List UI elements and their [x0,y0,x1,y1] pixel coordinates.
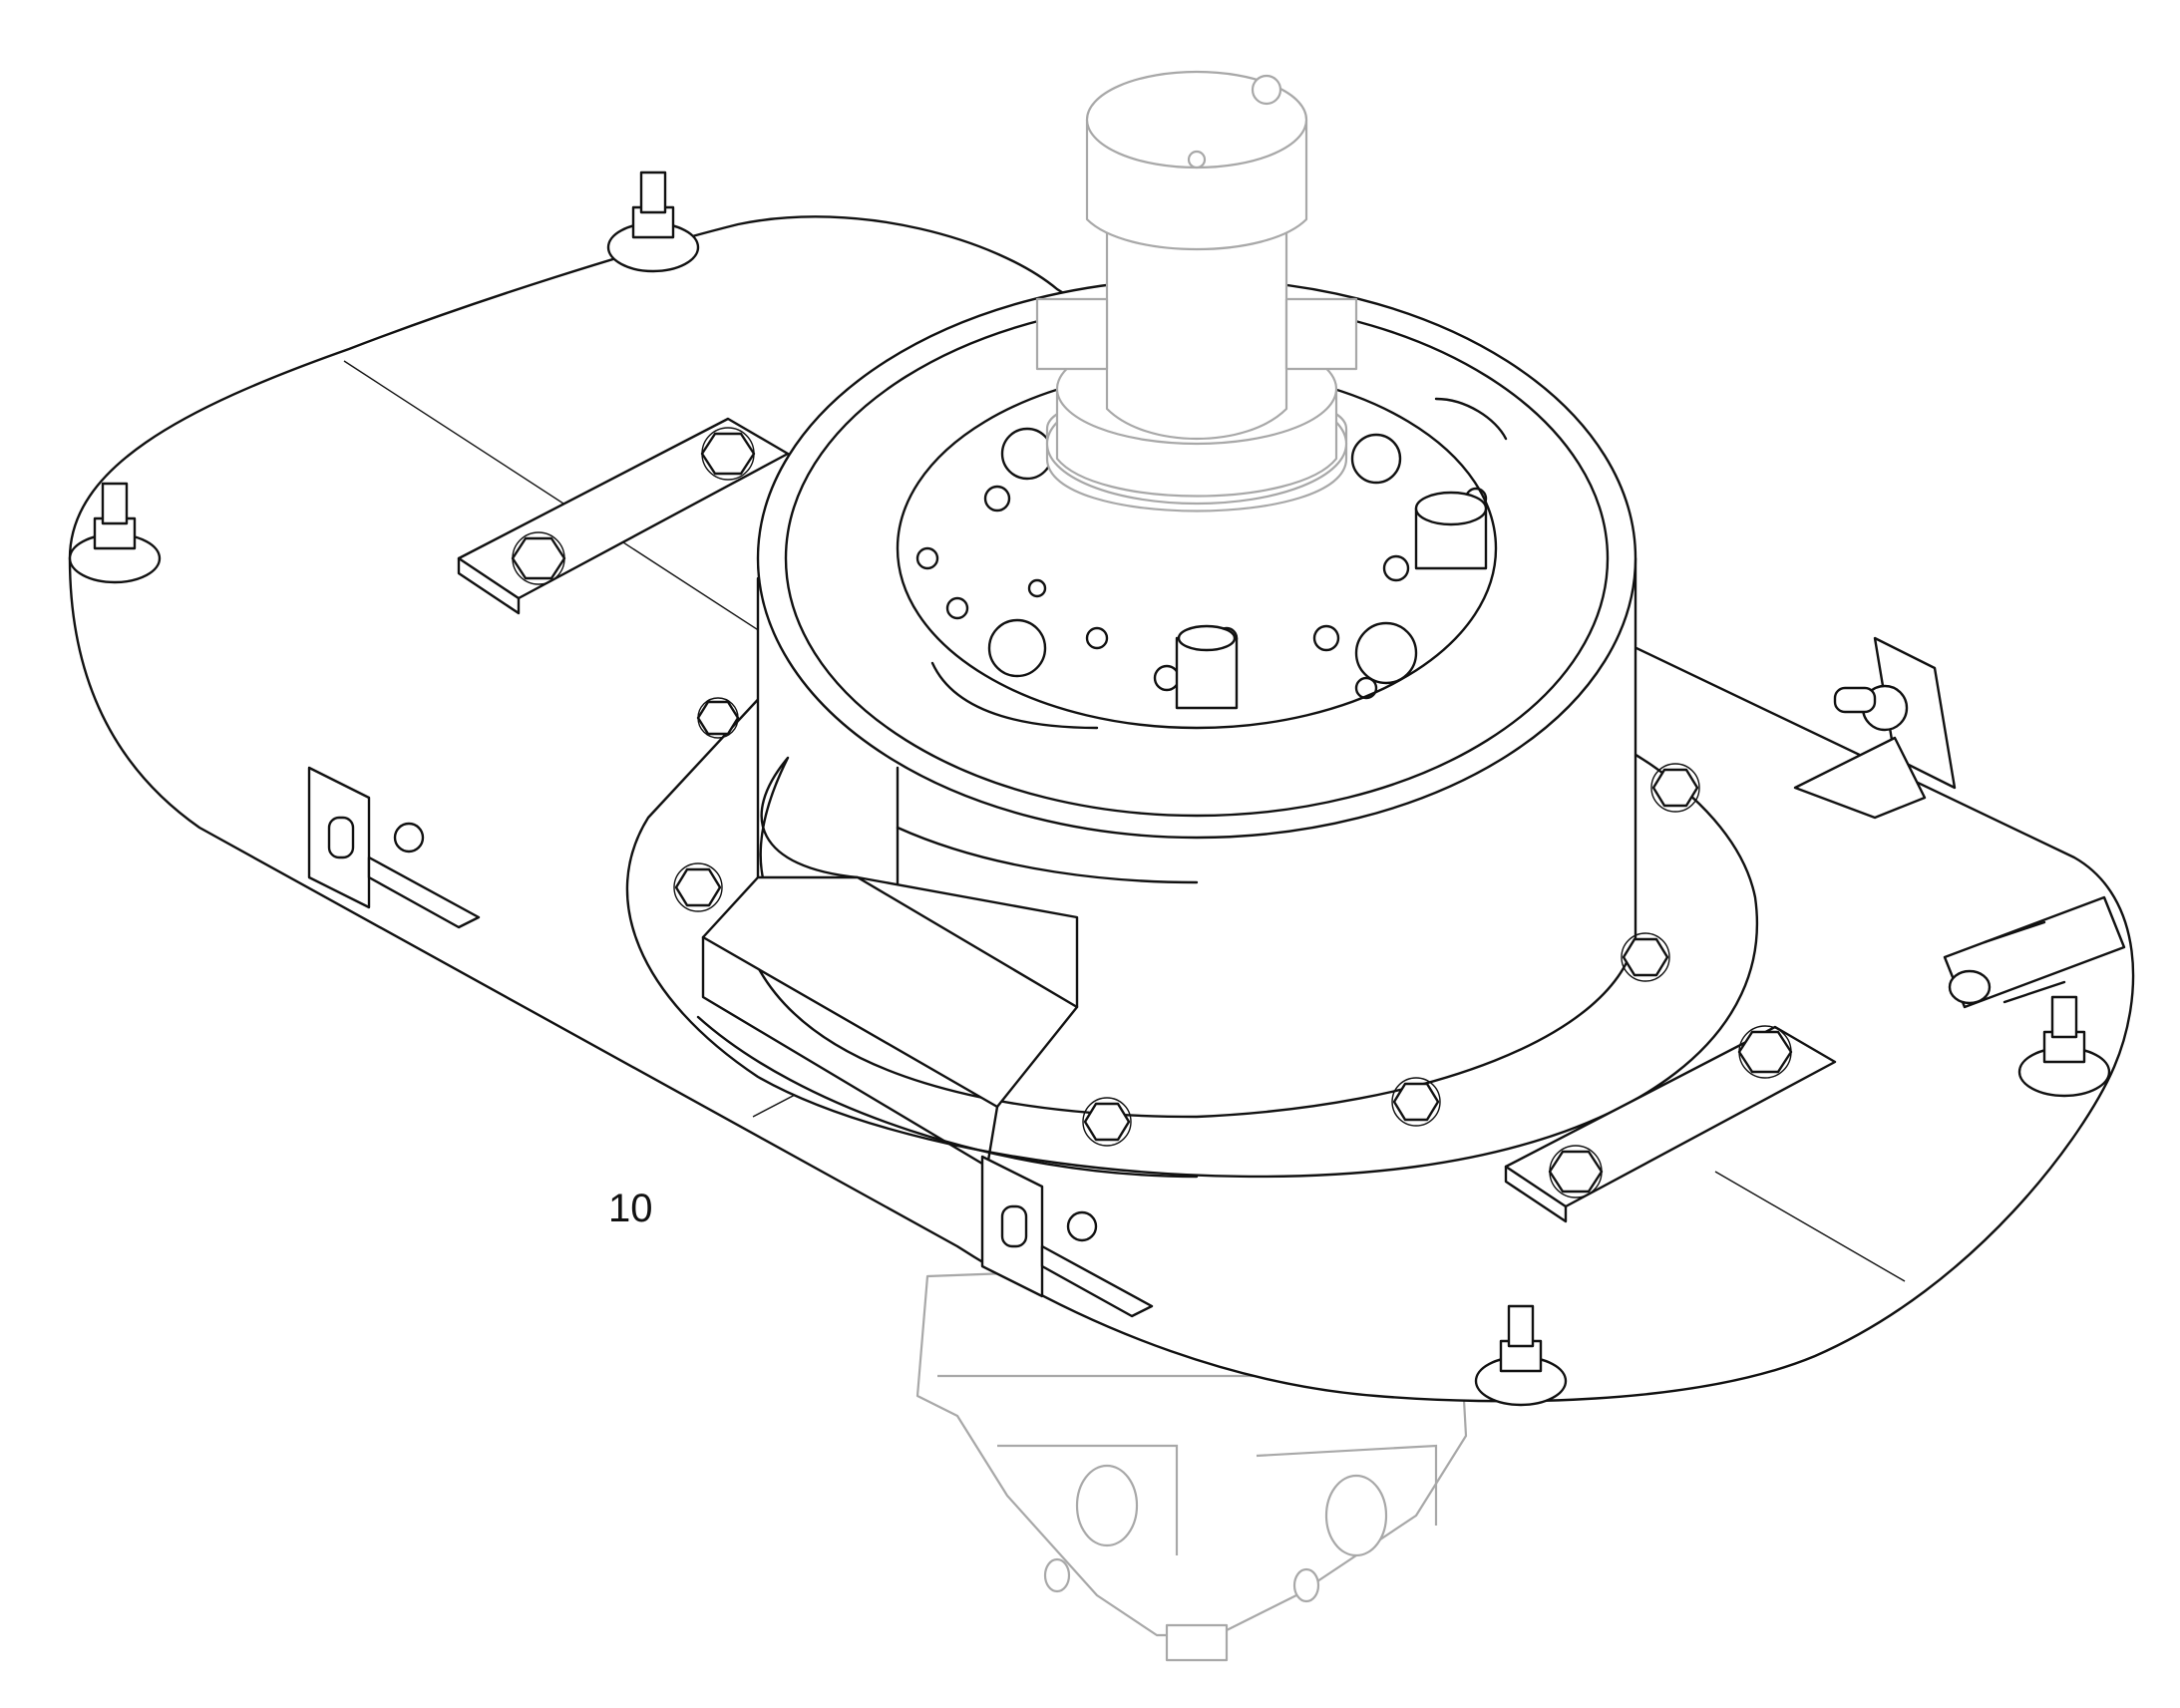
hydraulic-fittings [1175,491,1488,710]
hinge-clip [1943,895,2126,1009]
hex-bolts [511,427,1793,1198]
central-drum [756,277,1637,1119]
front-chute [701,756,1079,1169]
part-callout-label: 10 [608,1187,653,1230]
angle-brackets [307,636,1957,1318]
studs-with-washers [68,171,2111,1407]
spindle-motor [1035,70,1358,512]
